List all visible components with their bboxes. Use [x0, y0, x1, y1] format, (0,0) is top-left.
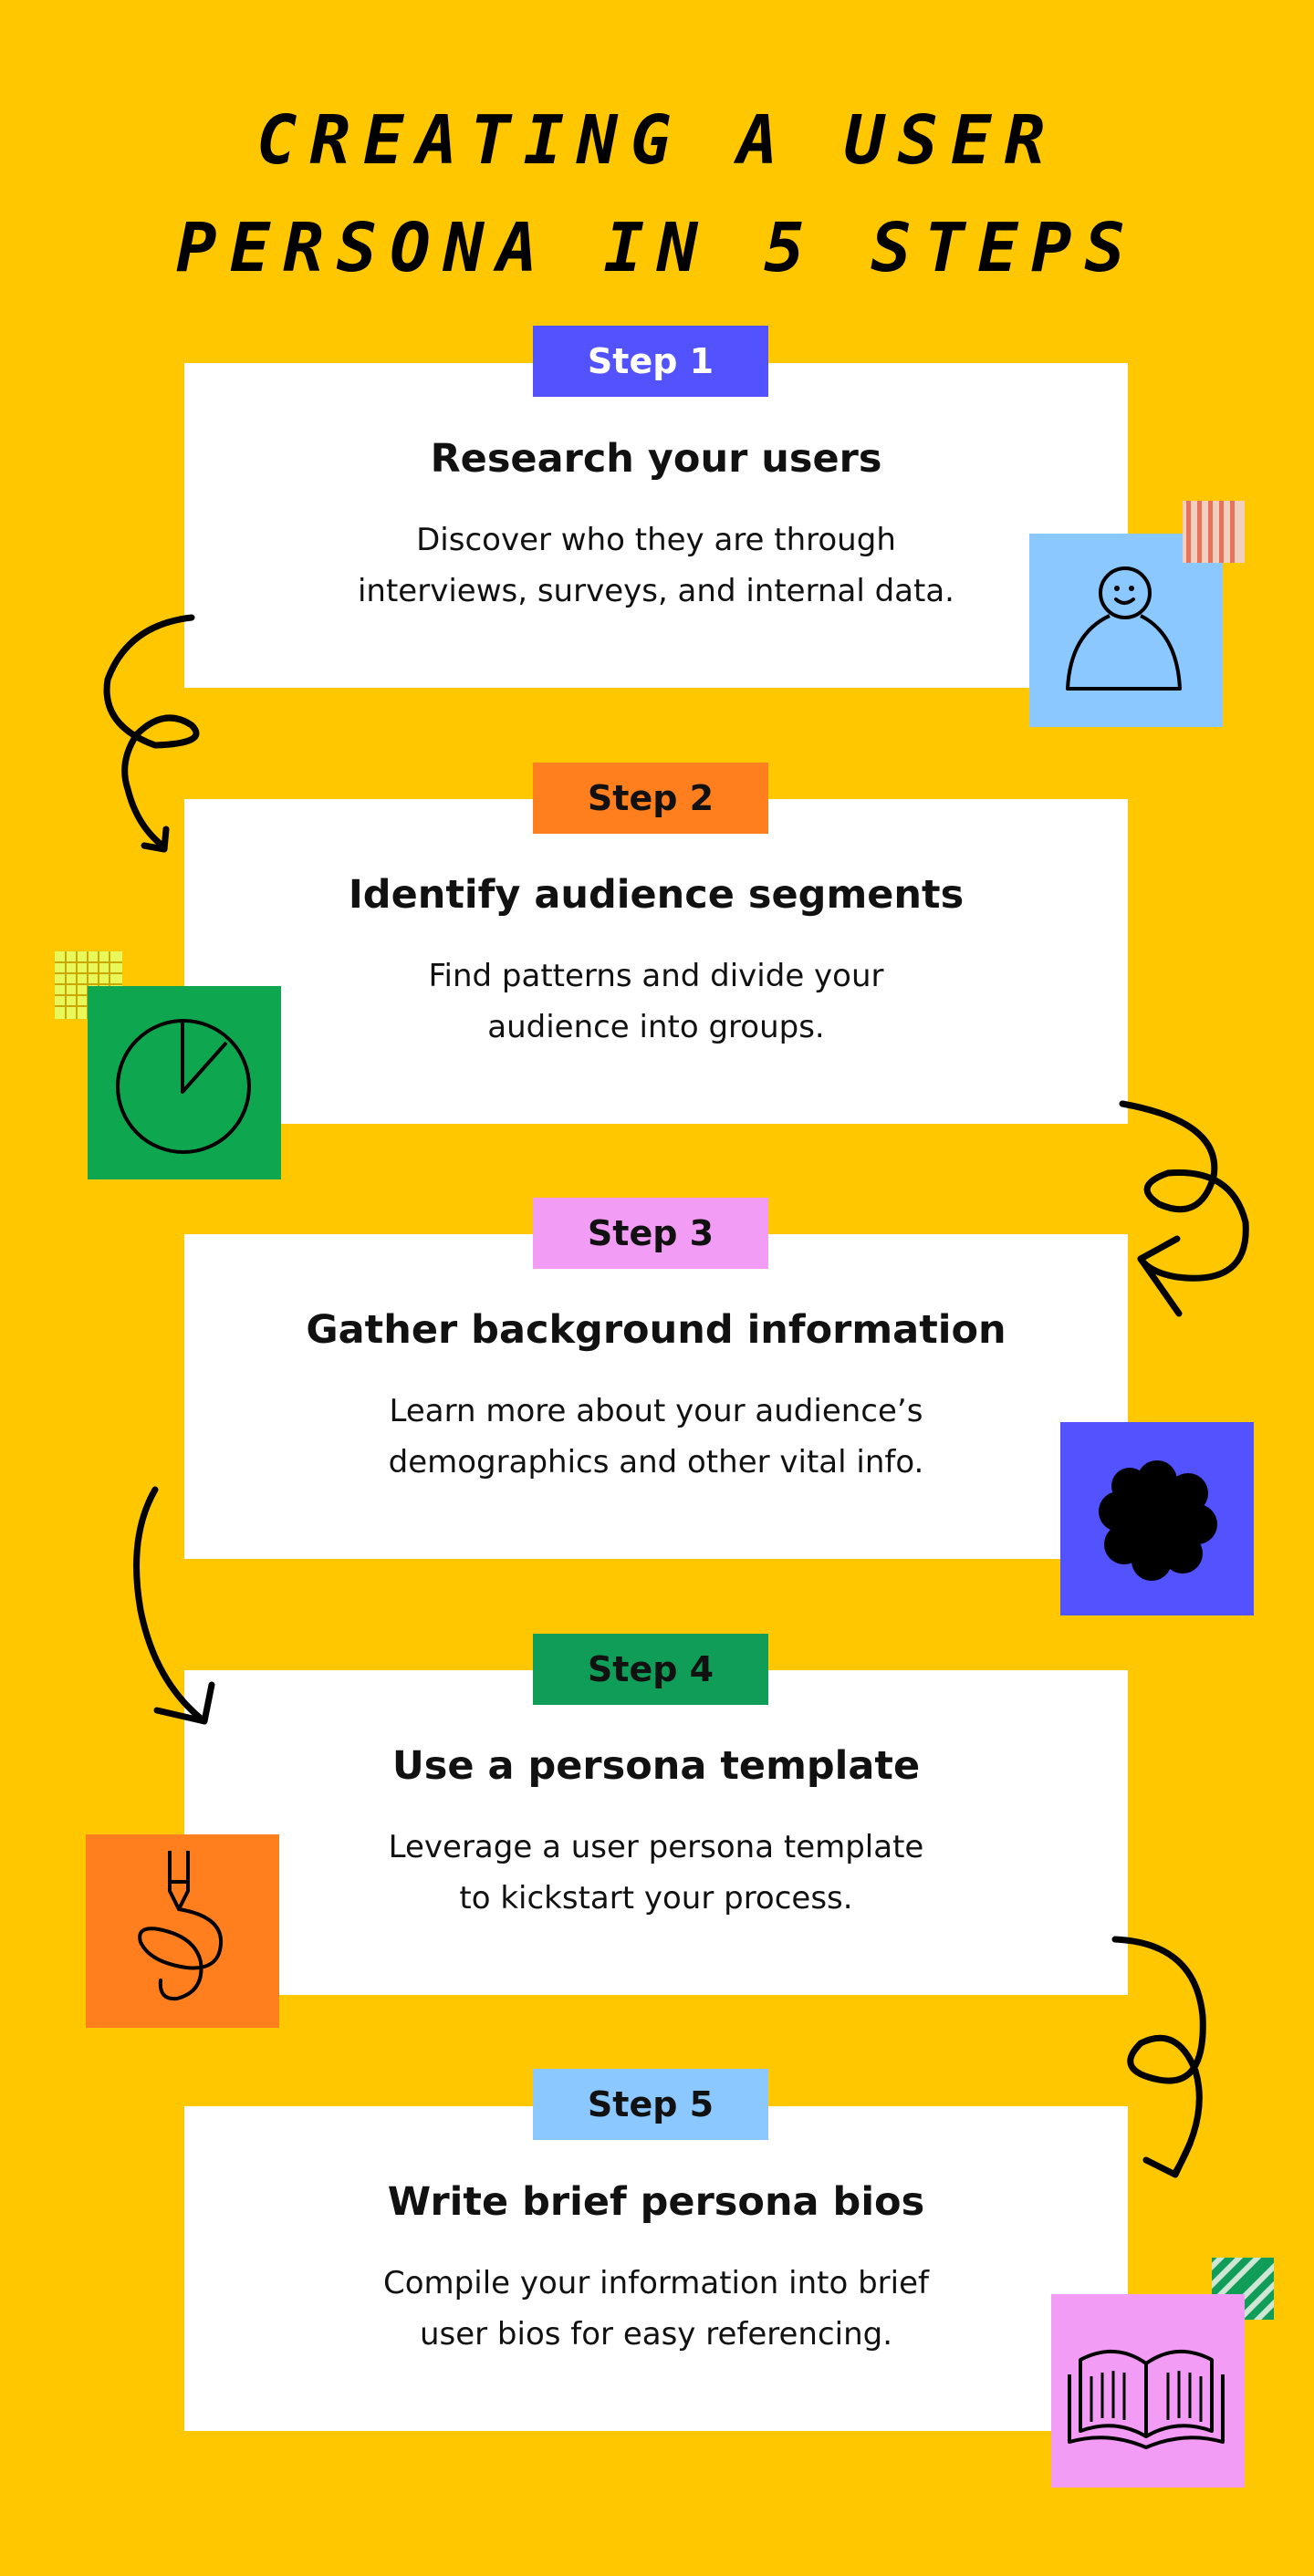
title-line-2: PERSONA IN 5 STEPS: [176, 209, 1138, 287]
step-3-desc-line-2: demographics and other vital info.: [388, 1444, 924, 1480]
flower-blob-icon: [1060, 1422, 1254, 1615]
open-book-icon: [1051, 2294, 1245, 2488]
step-3-desc-line-1: Learn more about your audience’s: [389, 1393, 923, 1429]
step-4-description: Leverage a user persona template to kick…: [321, 1822, 991, 1924]
pen-scribble-icon: [86, 1834, 279, 2028]
title-line-1: CREATING A USER: [256, 101, 1058, 180]
step-5-desc-line-1: Compile your information into brief: [383, 2265, 929, 2301]
step-3-heading: Gather background information: [306, 1307, 1006, 1353]
step-5-card: Write brief persona bios Compile your in…: [184, 2106, 1128, 2431]
step-2-heading: Identify audience segments: [348, 872, 965, 918]
step-5-heading: Write brief persona bios: [387, 2179, 925, 2225]
step-4-desc-line-2: to kickstart your process.: [459, 1880, 853, 1916]
step-4-desc-line-1: Leverage a user persona template: [388, 1829, 924, 1865]
step-1-badge: Step 1: [533, 326, 768, 397]
step-1-description: Discover who they are through interviews…: [321, 514, 991, 617]
step-5-description: Compile your information into brief user…: [321, 2258, 991, 2360]
striped-square-icon: [1183, 501, 1245, 563]
step-1-card: Research your users Discover who they ar…: [184, 363, 1128, 688]
step-2-desc-line-1: Find patterns and divide your: [428, 958, 884, 994]
step-2-card: Identify audience segments Find patterns…: [184, 799, 1128, 1124]
step-1-desc-line-1: Discover who they are through: [416, 522, 896, 558]
step-3-badge: Step 3: [533, 1198, 768, 1269]
curly-arrow-3-icon: [110, 1482, 237, 1729]
curly-arrow-4-icon: [1095, 1925, 1223, 2189]
step-5-badge: Step 5: [533, 2069, 768, 2140]
step-1-heading: Research your users: [430, 436, 882, 482]
curly-arrow-1-icon: [91, 607, 201, 862]
step-5-desc-line-2: user bios for easy referencing.: [419, 2316, 893, 2353]
step-4-heading: Use a persona template: [391, 1743, 921, 1789]
curly-arrow-2-icon: [1113, 1095, 1259, 1332]
step-2-description: Find patterns and divide your audience i…: [321, 950, 991, 1053]
step-3-description: Learn more about your audience’s demogra…: [321, 1386, 991, 1488]
step-2-badge: Step 2: [533, 763, 768, 834]
step-2-desc-line-2: audience into groups.: [487, 1009, 825, 1045]
step-4-badge: Step 4: [533, 1634, 768, 1705]
step-4-card: Use a persona template Leverage a user p…: [184, 1670, 1128, 1995]
step-3-card: Gather background information Learn more…: [184, 1234, 1128, 1559]
person-icon: [1029, 534, 1223, 727]
pie-chart-icon: [88, 986, 281, 1179]
step-1-desc-line-2: interviews, surveys, and internal data.: [357, 573, 954, 609]
page-title: CREATING A USER PERSONA IN 5 STEPS: [0, 87, 1314, 302]
